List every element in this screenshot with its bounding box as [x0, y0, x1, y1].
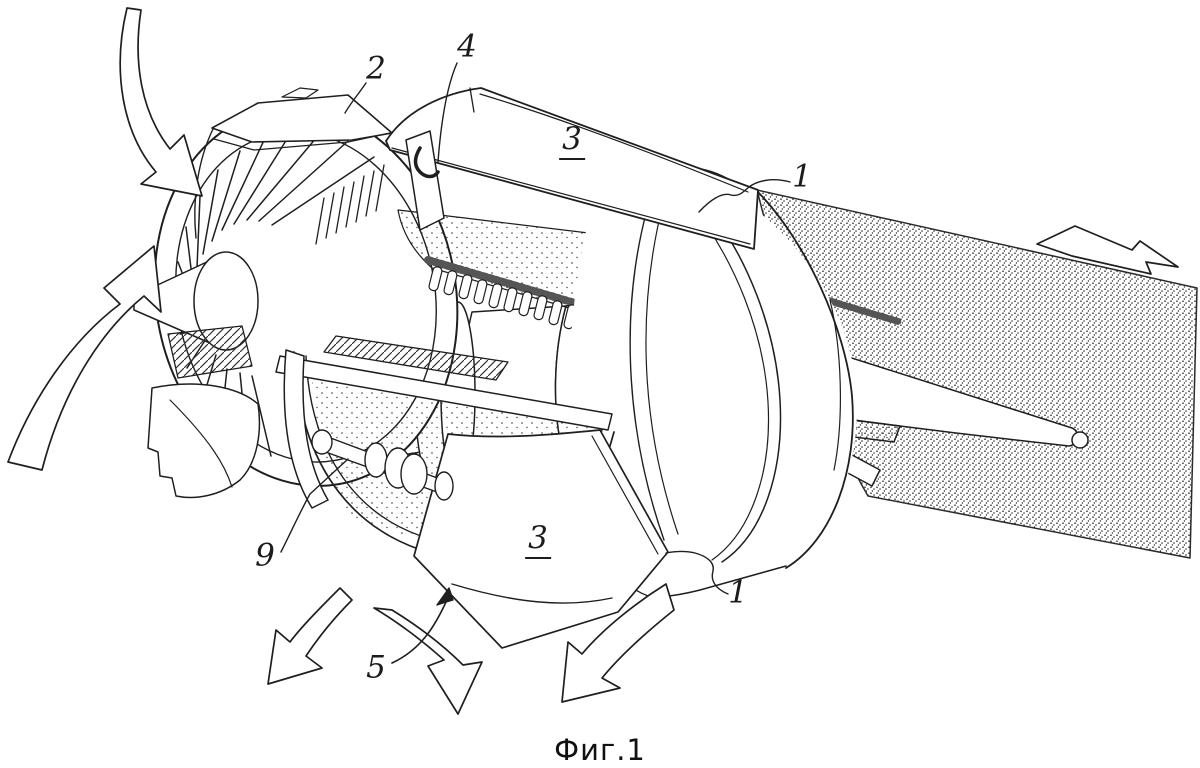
- leader-1-top: [698, 179, 791, 213]
- leader-5-arrowhead: [436, 587, 454, 606]
- ref-label-3-top: 3: [559, 124, 585, 160]
- aft-cowl-ring: [568, 162, 857, 604]
- figure-caption: Фиг.1: [554, 733, 646, 767]
- ref-label-5: 5: [366, 649, 386, 686]
- hatched-cut-sections: [167, 325, 509, 381]
- upper-cowl: [211, 87, 759, 250]
- door-actuator: [311, 429, 454, 501]
- leader-lines: [280, 62, 791, 664]
- inlet-flow-arrow-left: [7, 245, 162, 471]
- lower-reverser-door: [275, 349, 669, 649]
- flow-arrows: [7, 7, 1179, 715]
- fan-stator-vanes: [315, 164, 385, 245]
- reverse-flow-arrow-left: [267, 587, 353, 685]
- cascade-vane-row: [428, 266, 578, 330]
- leader-4: [437, 62, 458, 163]
- exhaust-flow-arrow-right: [1036, 225, 1179, 275]
- ref-label-3-bottom: 3: [525, 523, 551, 559]
- ref-label-2: 2: [366, 50, 386, 87]
- reverse-flow-arrow-right: [561, 583, 675, 703]
- cone-tip-nub: [1071, 431, 1089, 449]
- ref-label-1-bottom: 1: [728, 574, 748, 611]
- left-deflector-door: [147, 383, 261, 499]
- leader-5: [391, 601, 447, 664]
- reverse-flow-arrow-middle: [373, 607, 483, 715]
- leader-1-bottom: [665, 550, 729, 595]
- inlet-flow-arrow-top: [119, 7, 203, 197]
- leader-2: [344, 82, 367, 114]
- ref-label-4: 4: [457, 28, 477, 65]
- inlet-top-panel-2: [211, 94, 393, 143]
- door-hook: [413, 146, 440, 179]
- translating-cowl-3: [385, 87, 759, 250]
- ref-label-1-top: 1: [792, 158, 812, 195]
- ref-label-9: 9: [255, 537, 275, 574]
- leader-9: [280, 458, 349, 553]
- cascade-band: [424, 256, 596, 312]
- door-panel-3: [413, 429, 669, 649]
